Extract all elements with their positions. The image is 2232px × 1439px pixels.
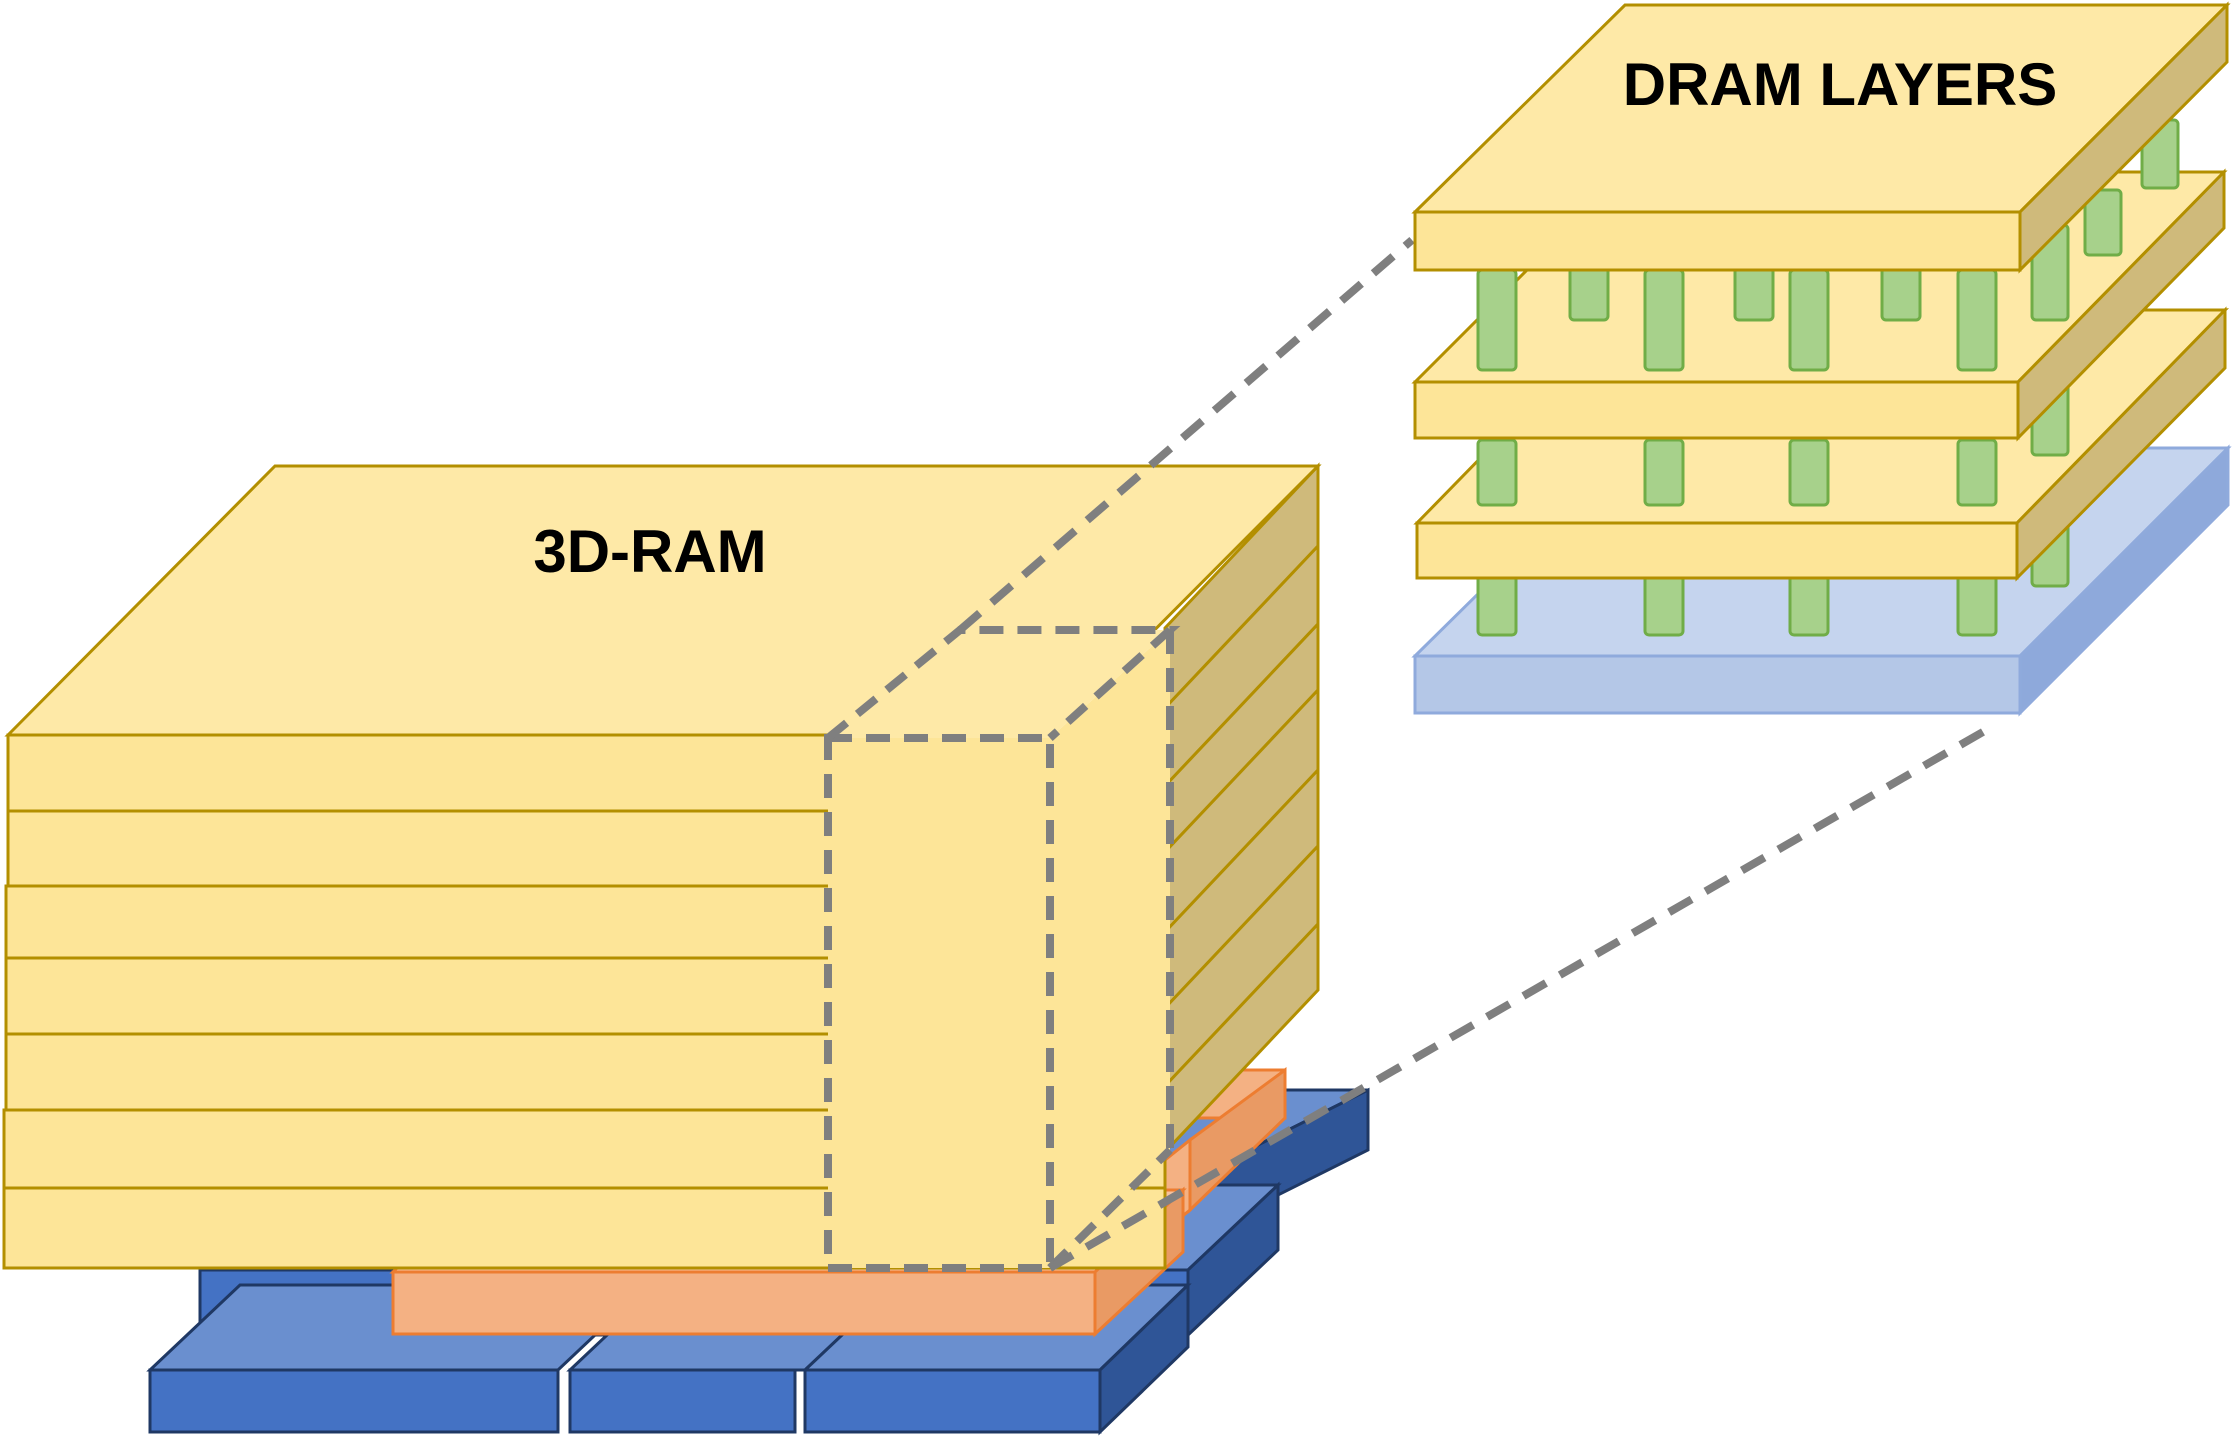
cutaway-box bbox=[824, 626, 1181, 1272]
dram-layers-label: DRAM LAYERS bbox=[1623, 51, 2058, 118]
dram-layer-1 bbox=[1411, 1, 2231, 274]
3d-ram-label: 3D-RAM bbox=[533, 518, 766, 585]
zoom-callout-lines bbox=[957, 236, 1997, 1272]
dram-layers-zoom: DRAM LAYERS bbox=[1411, 1, 2232, 717]
tsv-pillars bbox=[1476, 118, 2180, 372]
